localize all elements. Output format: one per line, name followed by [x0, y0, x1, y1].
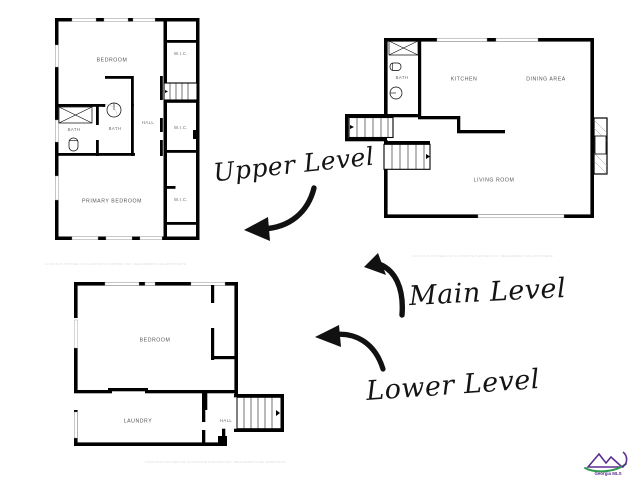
room-label: KITCHEN	[451, 76, 478, 82]
lower-level-annotation: Lower Level	[365, 364, 541, 407]
lower-level-annotation-text: Lower Level	[365, 363, 541, 408]
room-label: DINING AREA	[526, 76, 566, 82]
main-level-bath-fixtures	[388, 40, 419, 100]
room-label: HALL	[220, 418, 233, 423]
upper-level-windows	[55, 18, 163, 241]
room-label: W.I.C.	[174, 51, 188, 56]
room-label: LAUNDRY	[124, 418, 153, 424]
main-level-annotation-text: Main Level	[408, 272, 567, 313]
lower-level-stairs	[236, 396, 282, 430]
main-level-bay-window	[593, 117, 608, 175]
main-level-room-labels: BATH KITCHEN DINING AREA LIVING ROOM	[396, 75, 566, 183]
room-label: W.I.C.	[174, 197, 188, 202]
main-level-partitions	[384, 38, 505, 134]
lower-level-partitions	[74, 285, 238, 446]
main-level-stairs-up	[348, 116, 394, 139]
room-label: BATH	[109, 126, 122, 131]
lower-level-disclaimer: FLOOR PLAN PROVIDED FOR ILLUSTRATIVE PUR…	[145, 461, 287, 464]
upper-level-annotation: Upper Level	[212, 142, 376, 188]
logo-text: Georgia MLS	[594, 471, 621, 476]
main-level-arrow-icon	[364, 253, 405, 318]
room-label: BATH	[68, 127, 81, 132]
main-level-stairs-down	[383, 141, 431, 170]
room-label: PRIMARY BEDROOM	[82, 198, 142, 204]
lower-level-arrow-icon	[315, 325, 386, 372]
upper-level-room-labels: BEDROOM W.I.C. BATH BATH HALL W.I.C. PRI…	[68, 51, 188, 204]
upper-level-bath-fixtures	[58, 102, 122, 152]
room-label: BEDROOM	[97, 57, 128, 63]
main-level-windows	[436, 38, 565, 218]
main-level-annotation: Main Level	[408, 273, 567, 312]
lower-level-plan: BEDROOM LAUNDRY HALL	[50, 270, 350, 470]
georgia-mls-logo: Georgia MLS	[582, 448, 634, 478]
room-label: LIVING ROOM	[474, 177, 515, 183]
lower-level-room-labels: BEDROOM LAUNDRY HALL	[124, 337, 233, 424]
room-label: BATH	[396, 75, 409, 80]
room-label: W.I.C.	[174, 125, 188, 130]
upper-level-plan: BEDROOM W.I.C. BATH BATH HALL W.I.C. PRI…	[0, 0, 230, 260]
upper-level-stairs	[163, 82, 198, 101]
main-level-plan: BATH KITCHEN DINING AREA LIVING ROOM	[340, 0, 620, 270]
upper-level-disclaimer: FLOOR PLAN PROVIDED FOR ILLUSTRATIVE PUR…	[45, 263, 187, 266]
lower-level-windows	[74, 282, 226, 439]
upper-level-arrow-icon	[244, 185, 317, 241]
room-label: HALL	[142, 120, 155, 125]
room-label: BEDROOM	[140, 337, 171, 343]
upper-level-partitions	[55, 40, 197, 225]
upper-level-doors	[104, 103, 118, 117]
main-level-disclaimer: FLOOR PLAN PROVIDED FOR ILLUSTRATIVE PUR…	[412, 255, 554, 258]
